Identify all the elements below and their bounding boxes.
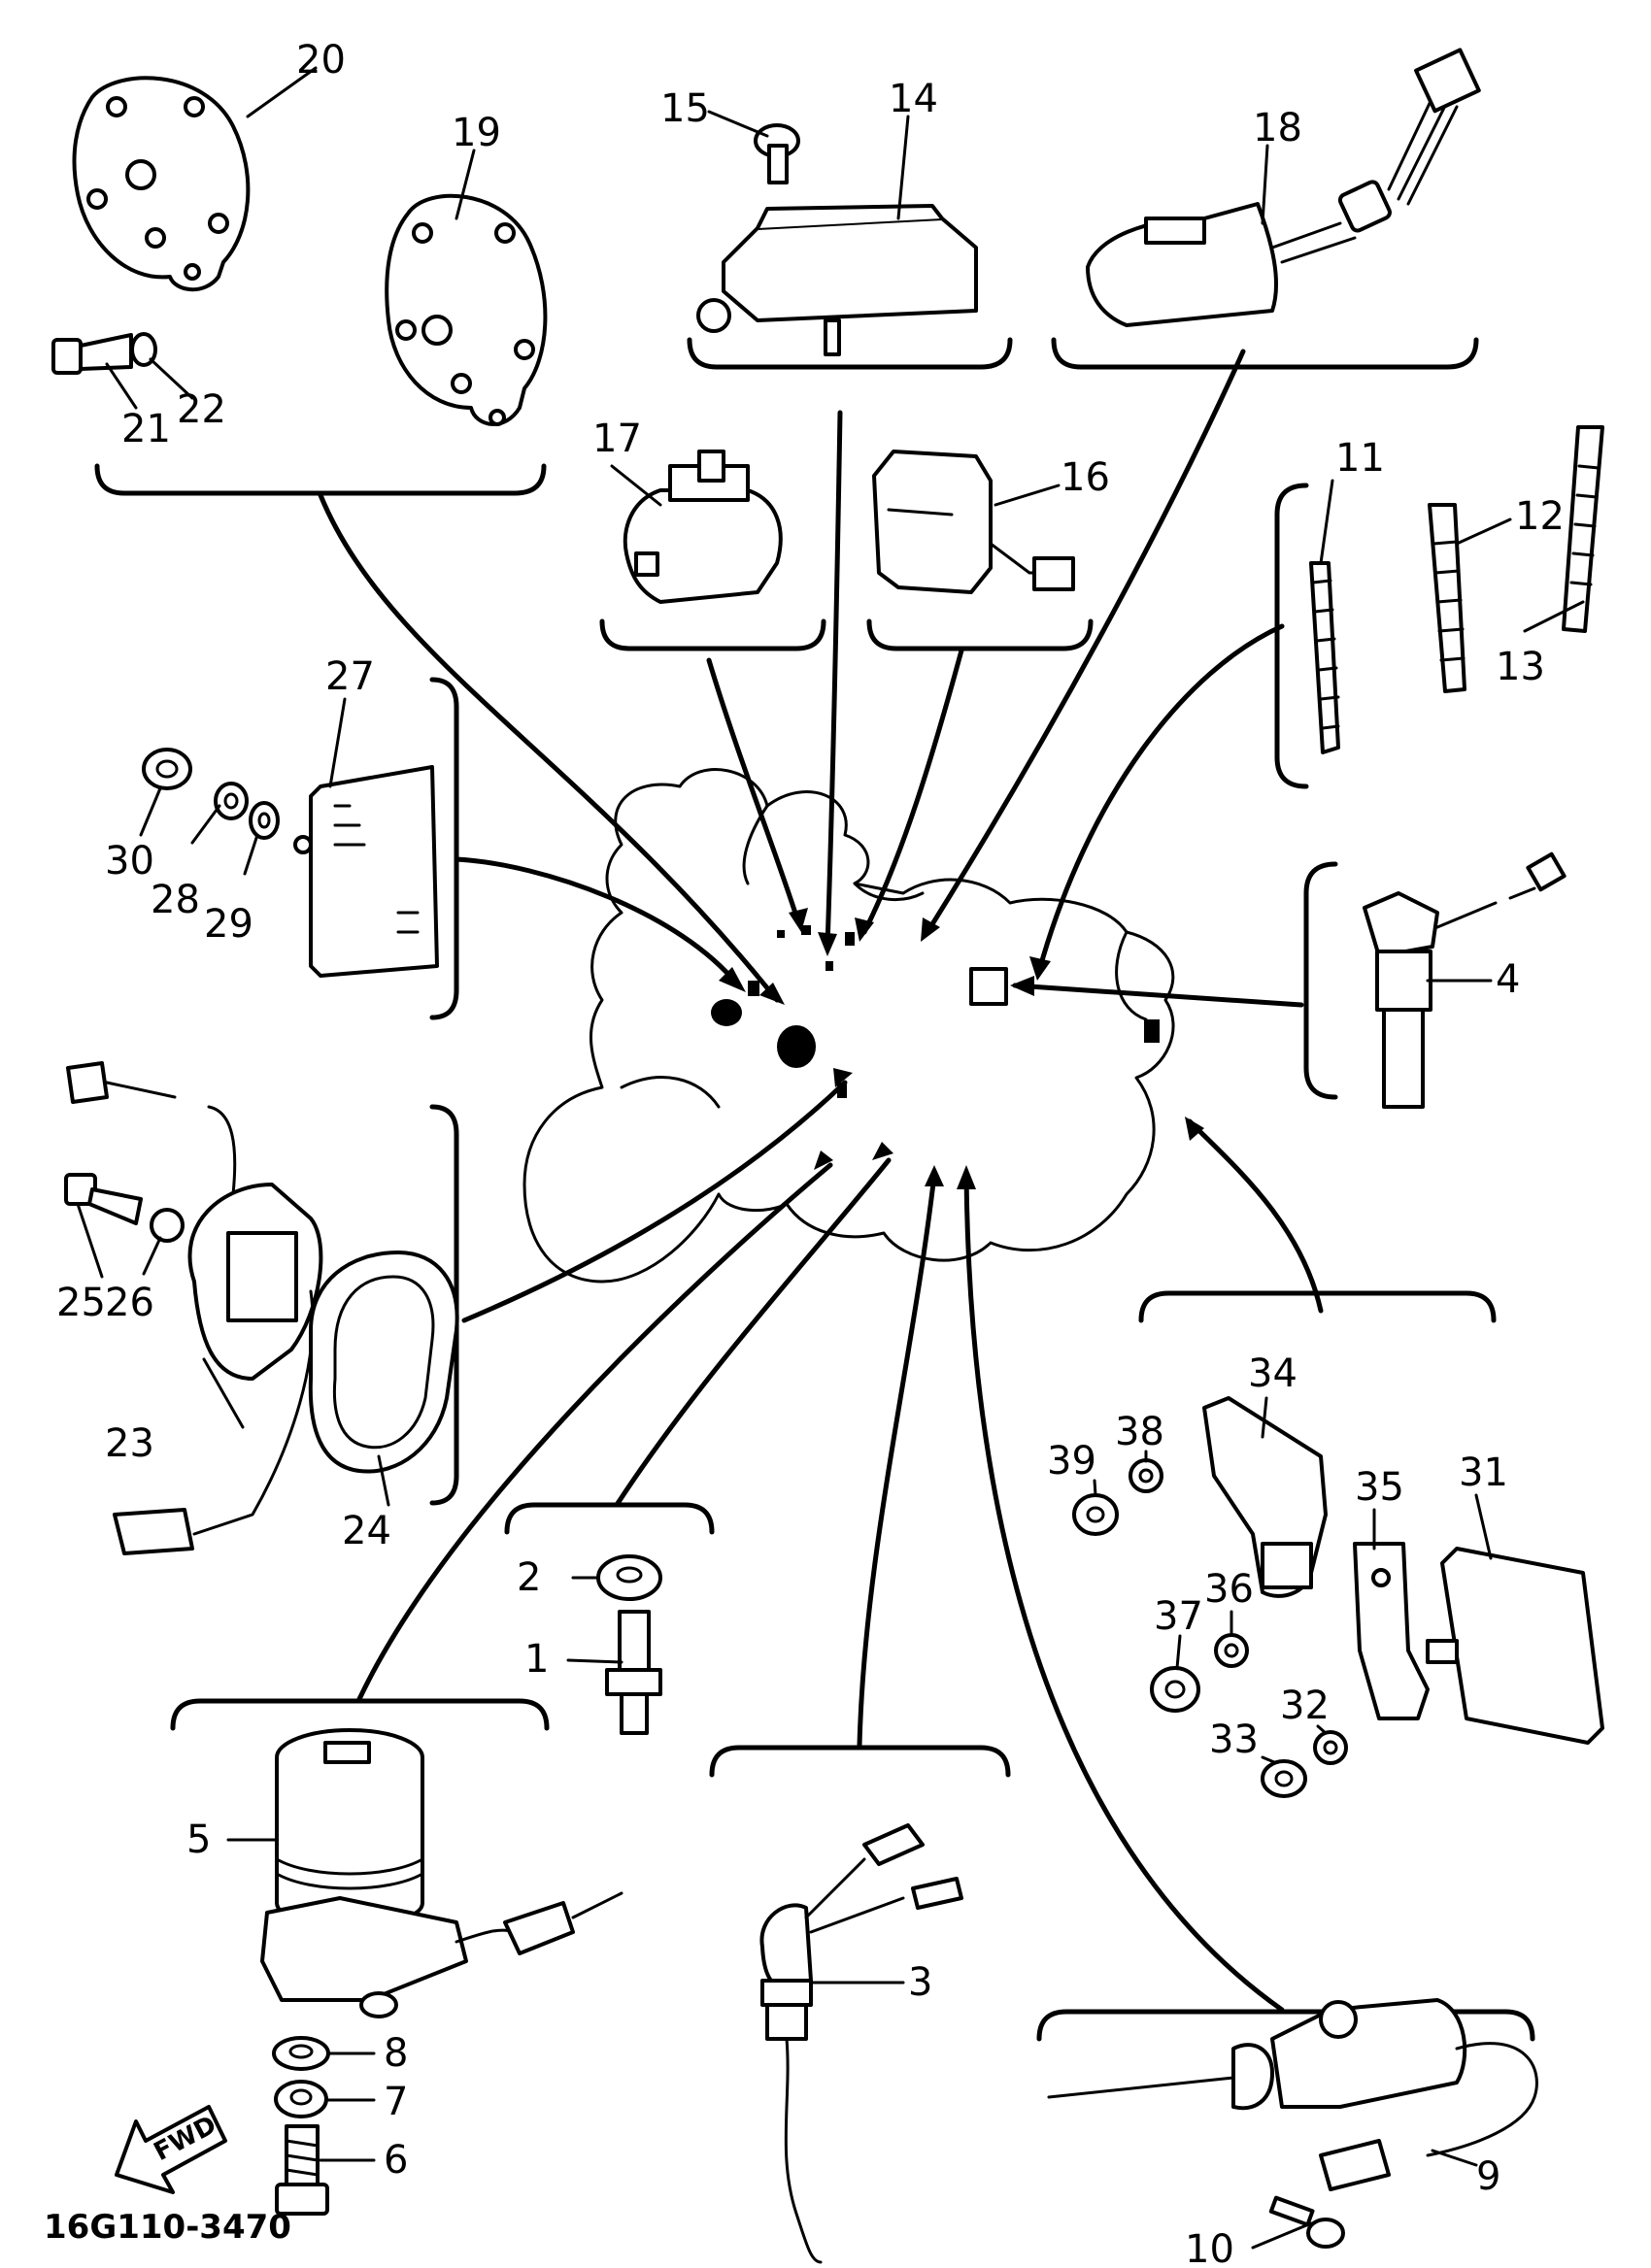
callout-1: 1 — [524, 1637, 549, 1682]
callout-34: 34 — [1248, 1351, 1297, 1396]
washer-36 — [1214, 1633, 1249, 1668]
callout-4: 4 — [1496, 957, 1520, 1002]
callout-10: 10 — [1185, 2227, 1234, 2268]
washer-26 — [150, 1208, 185, 1243]
cable-tie-12 — [1428, 503, 1466, 693]
callout-14: 14 — [889, 77, 938, 121]
leader-lines — [318, 349, 1324, 2013]
callout-8: 8 — [384, 2031, 408, 2076]
screw-10 — [1268, 2195, 1345, 2249]
callout-22: 22 — [177, 387, 226, 432]
starter-motor-5 — [260, 1728, 623, 2018]
callout-3: 3 — [908, 1960, 932, 2005]
flasher-relay-18 — [1086, 48, 1481, 327]
callout-7: 7 — [384, 2080, 408, 2124]
callout-31: 31 — [1459, 1451, 1508, 1495]
callout-5: 5 — [186, 1818, 211, 1862]
washer-2 — [596, 1554, 662, 1601]
callout-37: 37 — [1154, 1594, 1203, 1639]
callout-11: 11 — [1335, 436, 1385, 481]
bolt-6 — [275, 2124, 329, 2216]
callout-leaders — [76, 66, 1585, 2250]
cable-tie-11 — [1309, 561, 1340, 754]
control-unit-27 — [293, 765, 439, 978]
callout-29: 29 — [204, 902, 253, 947]
callout-numbers: 20 19 21 22 15 14 18 17 16 11 12 13 4 27… — [56, 38, 1565, 2268]
callout-16: 16 — [1061, 455, 1110, 500]
callout-38: 38 — [1115, 1410, 1164, 1454]
nut-39 — [1072, 1493, 1119, 1536]
washer-32 — [1313, 1730, 1348, 1765]
callout-32: 32 — [1280, 1684, 1330, 1728]
bracket-35 — [1353, 1542, 1430, 1720]
callout-6: 6 — [384, 2138, 408, 2183]
cable-tie-13 — [1562, 425, 1604, 633]
switch-9 — [1047, 1998, 1538, 2191]
central-mounting-marks — [711, 925, 1160, 1098]
callout-30: 30 — [105, 839, 154, 884]
bolt-21 — [51, 333, 133, 375]
washer-29 — [249, 801, 280, 840]
washer-7 — [274, 2080, 328, 2118]
washer-8 — [272, 2036, 330, 2071]
diagram-code: 16G110-3470 — [44, 2208, 291, 2247]
callout-23: 23 — [105, 1421, 154, 1466]
washer-28 — [214, 782, 249, 820]
gasket-24 — [308, 1251, 459, 1474]
callout-27: 27 — [325, 654, 375, 699]
callout-17: 17 — [592, 417, 642, 461]
washer-38 — [1129, 1458, 1163, 1493]
group-brackets — [94, 337, 1535, 2042]
relay-14 — [696, 204, 978, 356]
unit-16 — [872, 450, 1075, 594]
callout-2: 2 — [517, 1555, 541, 1600]
callout-33: 33 — [1209, 1718, 1259, 1762]
callout-9: 9 — [1476, 2154, 1500, 2199]
callout-12: 12 — [1515, 494, 1565, 539]
callout-18: 18 — [1253, 106, 1302, 150]
nut-33 — [1261, 1759, 1307, 1798]
bolt-25 — [64, 1173, 143, 1225]
callout-26: 26 — [105, 1281, 154, 1325]
callout-15: 15 — [660, 86, 710, 131]
forward-direction-arrow: FWD — [115, 2105, 227, 2194]
horn-19 — [385, 193, 548, 426]
callout-20: 20 — [296, 38, 346, 83]
callout-25: 25 — [56, 1281, 106, 1325]
callout-28: 28 — [151, 878, 200, 922]
bracket-34 — [1202, 1396, 1328, 1598]
callout-13: 13 — [1496, 645, 1545, 689]
switch-4 — [1363, 851, 1567, 1109]
washer-22 — [130, 332, 157, 367]
unit-31 — [1426, 1547, 1604, 1745]
relay-17 — [623, 450, 783, 604]
screw-15 — [754, 123, 800, 184]
callout-19: 19 — [452, 111, 501, 155]
callout-24: 24 — [342, 1509, 391, 1553]
oil-pressure-switch-3 — [759, 1823, 963, 2264]
nut-30 — [142, 748, 192, 790]
callout-36: 36 — [1204, 1567, 1254, 1612]
bolt-1 — [605, 1610, 662, 1735]
callout-21: 21 — [121, 407, 171, 451]
callout-35: 35 — [1355, 1465, 1404, 1510]
nut-37 — [1150, 1666, 1200, 1713]
horn-20 — [72, 76, 251, 292]
callout-39: 39 — [1047, 1439, 1096, 1484]
